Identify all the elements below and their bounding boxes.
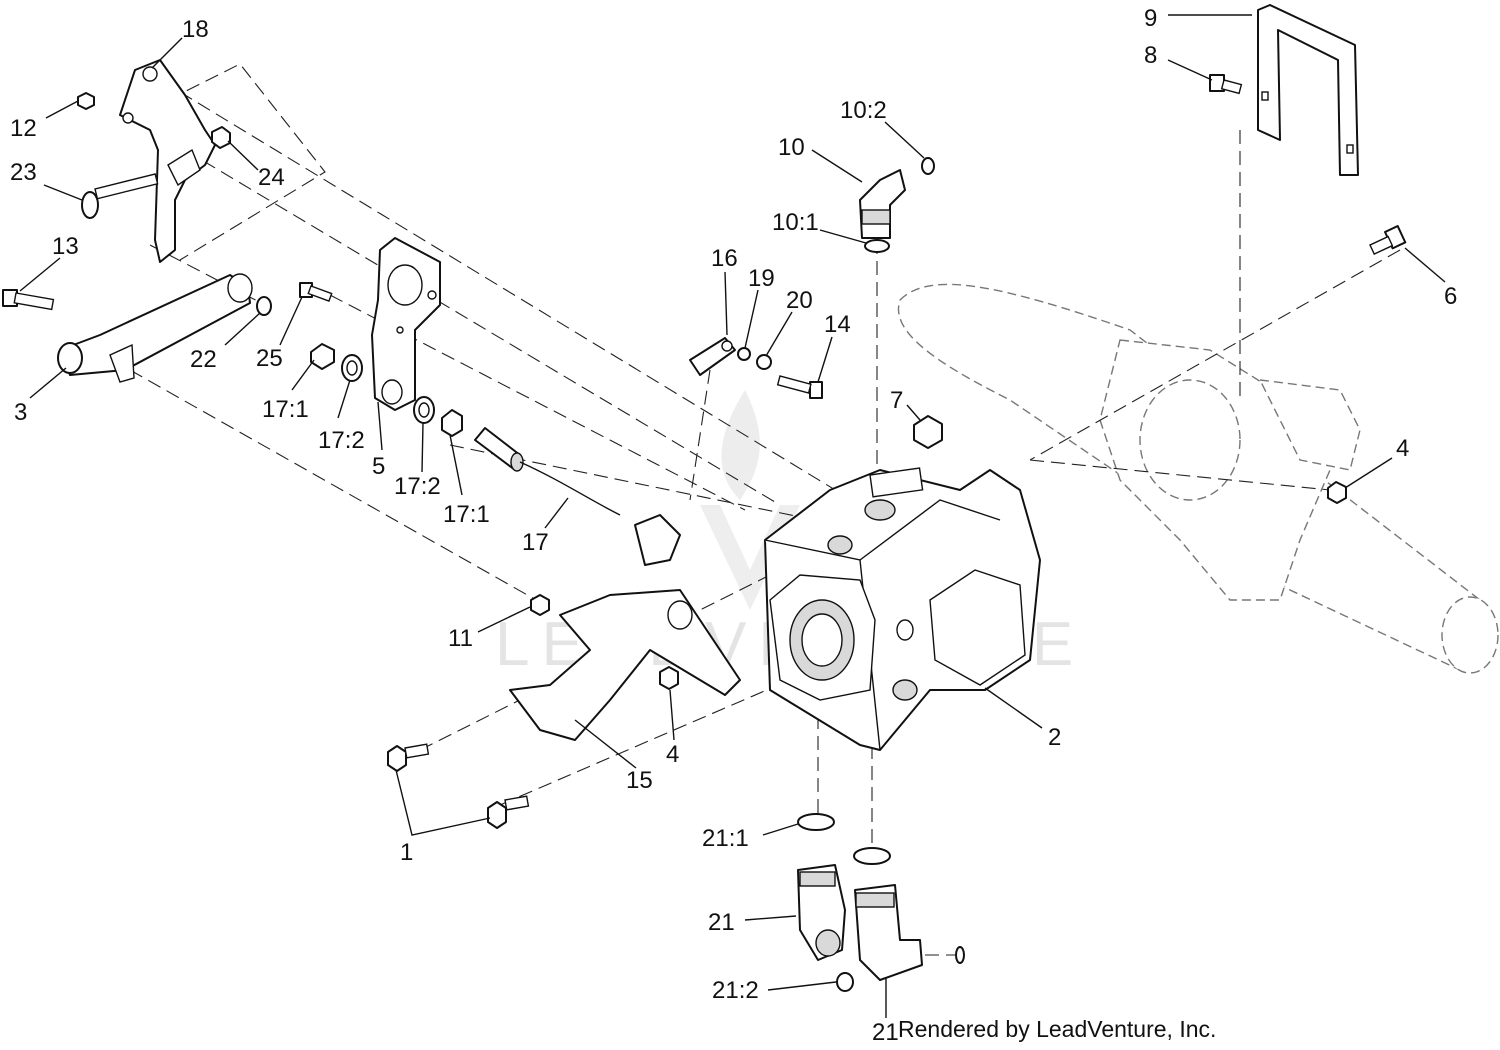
leader-lines <box>19 14 1446 1018</box>
damper-cylinder <box>57 273 253 383</box>
callout-10-1: 10:1 <box>772 209 819 236</box>
callout-13: 13 <box>52 233 79 260</box>
callout-16: 16 <box>711 245 738 272</box>
callout-4-bracket: 4 <box>666 741 679 768</box>
bolt-25 <box>299 282 333 302</box>
callout-20: 20 <box>786 287 813 314</box>
nut-24 <box>211 126 231 149</box>
callout-10-2: 10:2 <box>840 97 887 124</box>
bolt-6 <box>1369 225 1407 255</box>
elbow-fitting-10 <box>859 169 906 239</box>
callout-23: 23 <box>10 159 37 186</box>
callout-8: 8 <box>1144 42 1157 69</box>
callout-6: 6 <box>1444 283 1457 310</box>
callout-21-1: 21:1 <box>702 825 749 852</box>
washer-17-2-right <box>413 396 435 424</box>
callout-15: 15 <box>626 767 653 794</box>
callout-12: 12 <box>10 115 37 142</box>
bracket-plate-5 <box>371 237 441 411</box>
callout-4-right: 4 <box>1396 435 1409 462</box>
hydro-pump <box>764 467 1041 751</box>
alignment-lines <box>129 63 1401 956</box>
callout-labels: 18 12 24 23 13 22 3 25 17:1 17:2 5 17:2 … <box>10 5 1457 1046</box>
axle-frame-ghost <box>897 283 1499 674</box>
render-credit: Rendered by LeadVenture, Inc. <box>898 1016 1216 1042</box>
bolt-1-lower <box>487 795 530 829</box>
callout-22: 22 <box>190 346 217 373</box>
callout-1: 1 <box>400 839 413 866</box>
bolt-13 <box>2 289 55 311</box>
elbow-fitting-21-left <box>797 864 846 961</box>
nut-12 <box>77 92 95 110</box>
callout-11: 11 <box>448 625 473 652</box>
callout-21-bottom: 21 <box>872 1019 899 1046</box>
callout-5: 5 <box>372 453 385 480</box>
callout-17-2-left: 17:2 <box>318 427 365 454</box>
position-sensor <box>474 427 681 566</box>
callout-14: 14 <box>824 311 851 338</box>
callout-19: 19 <box>748 265 775 292</box>
nut-17-1-left <box>310 343 335 370</box>
o-ring-21-2 <box>836 972 854 992</box>
o-ring-10-2 <box>921 157 935 175</box>
o-ring-10-1 <box>864 239 890 253</box>
bolt-1-upper <box>387 743 430 772</box>
bolt-23 <box>81 173 159 219</box>
callout-2: 2 <box>1048 724 1061 751</box>
nut-11 <box>530 594 550 616</box>
nut-4-bracket <box>659 666 679 690</box>
callout-3: 3 <box>14 399 27 426</box>
nut-4-right <box>1327 481 1347 504</box>
rod-end-16 <box>689 337 736 376</box>
bracket-9 <box>1257 4 1359 176</box>
nut-7 <box>913 415 943 449</box>
bolt-14 <box>776 375 823 399</box>
ring-22 <box>256 296 272 316</box>
callout-18: 18 <box>182 16 209 43</box>
control-lever <box>119 59 216 263</box>
callout-9: 9 <box>1144 5 1157 32</box>
callout-21-left: 21 <box>708 909 735 936</box>
washer-17-2-left <box>341 354 363 382</box>
washer-19 <box>737 347 751 361</box>
bolt-8 <box>1209 74 1243 95</box>
callout-17-1-right: 17:1 <box>443 501 490 528</box>
callout-7: 7 <box>890 387 903 414</box>
washer-20 <box>756 354 772 370</box>
o-ring-21-upper-right <box>853 847 891 865</box>
callout-25: 25 <box>256 345 283 372</box>
callout-17-2-right: 17:2 <box>394 473 441 500</box>
nut-17-1-right <box>441 409 463 437</box>
callout-17-1-left: 17:1 <box>262 396 309 423</box>
callout-21-2: 21:2 <box>712 977 759 1004</box>
elbow-fitting-21-right <box>854 884 965 981</box>
o-ring-21-1 <box>797 813 835 831</box>
callout-24: 24 <box>258 164 285 191</box>
bracket-15 <box>509 589 741 741</box>
callout-10: 10 <box>778 134 805 161</box>
callout-17: 17 <box>522 529 549 556</box>
